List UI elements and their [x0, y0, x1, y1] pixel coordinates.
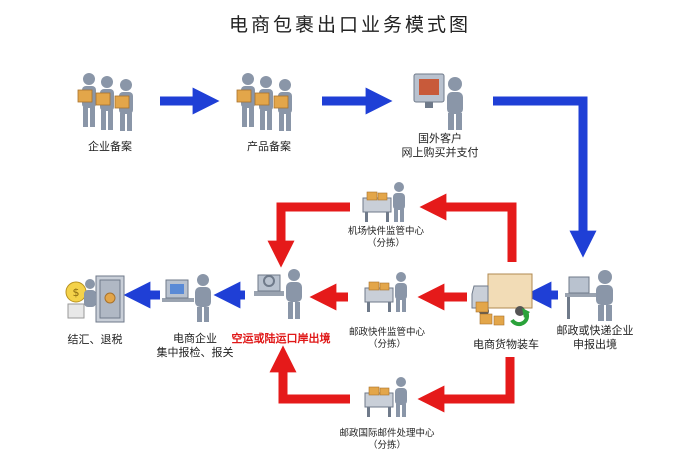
- postal-express-label: 邮政或快递企业 申报出境: [545, 324, 645, 352]
- person-at-computer-icon: [413, 73, 463, 130]
- product-filing-node: [236, 70, 302, 132]
- settlement-label: 结汇、退税: [67, 333, 123, 346]
- intl-mail-center-label: 邮政国际邮件处理中心 （分拣）: [322, 428, 452, 452]
- foreign-customer-label-line2: 网上购买并支付: [401, 146, 479, 159]
- centralized-report-label: 电商企业 集中报检、报关: [140, 332, 250, 360]
- intl-mail-center-node: [363, 375, 413, 419]
- airport-center-label: 机场快件监管中心 （分拣）: [336, 226, 436, 250]
- postal-center-label: 邮政快件监管中心 （分拣）: [337, 327, 437, 351]
- centralized-report-label-line1: 电商企业: [173, 332, 217, 345]
- postal-center-node: [363, 270, 413, 314]
- intl-mail-center-label-line2: （分拣）: [367, 440, 406, 451]
- arrow-loading-to-intl-center: [417, 357, 515, 413]
- exit-port-label: 空运或陆运口岸出境: [231, 332, 331, 345]
- centralized-report-label-line2: 集中报检、报关: [156, 346, 234, 359]
- loading-label: 电商货物装车: [473, 338, 539, 351]
- inspection-officer-icon: [254, 269, 302, 319]
- company-filing-node: [77, 70, 143, 132]
- postal-express-label-line2: 申报出境: [573, 338, 617, 351]
- settlement-node: $: [62, 270, 128, 328]
- person-at-computer-icon: [162, 274, 211, 322]
- foreign-customer-node: [412, 70, 472, 132]
- loading-node: [470, 268, 538, 332]
- airport-center-label-line1: 机场快件监管中心: [347, 226, 424, 237]
- sorting-worker-icon: [362, 182, 405, 222]
- truck-icon: [471, 273, 533, 327]
- safe-and-money-icon: $: [65, 275, 125, 323]
- airport-center-label-line2: （分拣）: [366, 238, 405, 249]
- foreign-customer-label: 国外客户 网上购买并支付: [395, 132, 485, 160]
- postal-center-label-line1: 邮政快件监管中心: [348, 327, 425, 338]
- sorting-worker-icon: [364, 272, 407, 312]
- arrow-loading-to-airport: [419, 193, 517, 262]
- arrow-airport-to-exit: [267, 202, 350, 268]
- postal-center-label-line2: （分拣）: [367, 339, 406, 350]
- people-with-boxes-icon: [77, 73, 133, 131]
- sorting-worker-icon: [364, 377, 407, 417]
- diagram-title: 电商包裹出口业务模式图: [228, 14, 471, 36]
- product-filing-label: 产品备案: [247, 140, 291, 153]
- postal-express-node: [563, 265, 619, 323]
- person-at-computer-icon: [565, 270, 613, 321]
- exit-port-node: [252, 265, 308, 321]
- foreign-customer-label-line1: 国外客户: [418, 132, 462, 145]
- airport-center-node: [361, 180, 411, 224]
- centralized-report-node: [160, 268, 216, 324]
- arrow-customer-to-postal: [493, 96, 597, 258]
- postal-express-label-line1: 邮政或快递企业: [556, 324, 634, 337]
- company-filing-label: 企业备案: [88, 140, 132, 153]
- svg-text:$: $: [73, 286, 80, 299]
- people-with-boxes-icon: [236, 73, 292, 131]
- arrow-intl-to-exit: [269, 345, 350, 404]
- intl-mail-center-label-line1: 邮政国际邮件处理中心: [339, 428, 435, 439]
